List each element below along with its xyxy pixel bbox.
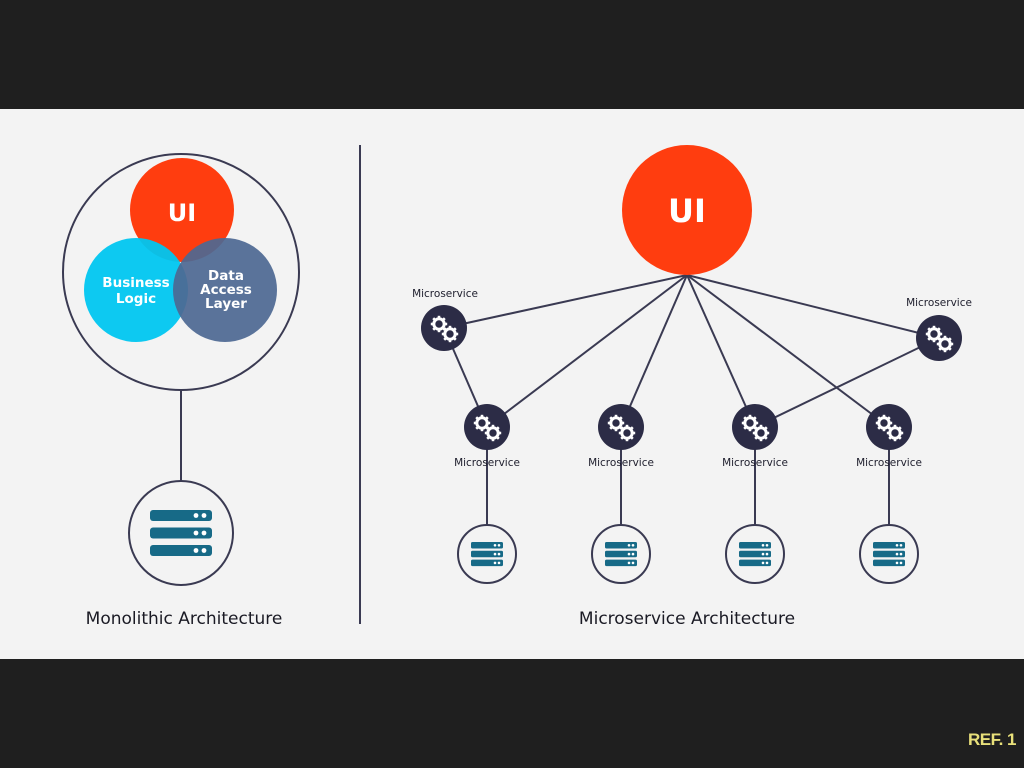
connection-lines [443,274,940,525]
monolith-ui-label: UI [168,199,196,227]
microservice-caption: Microservice Architecture [579,609,795,629]
server-stack-icon [873,542,905,567]
microservice-label: Microservice [412,288,478,300]
data-access-label-1: Data [208,268,244,284]
server-stack-icon [150,510,212,556]
microservice-label: Microservice [856,457,922,469]
microservice-database-2 [591,524,651,584]
microservice-database-1 [457,524,517,584]
data-access-label-3: Layer [205,296,247,312]
ui-circle [130,158,234,262]
microservice-node-1: Microservice [454,404,520,469]
microservice-database-4 [859,524,919,584]
microservice-node-2: Microservice [588,404,654,469]
business-logic-label-1: Business [102,275,169,291]
microservice-label: Microservice [454,457,520,469]
microservice-label: Microservice [722,457,788,469]
data-access-layer-circle [173,238,277,342]
business-logic-label-2: Logic [116,291,156,307]
server-stack-icon [605,542,637,567]
architecture-diagram: UI Business Logic Data Access Layer Mono… [62,145,972,629]
business-logic-circle [84,238,188,342]
microservice-label: Microservice [906,297,972,309]
microservice-database-3 [725,524,785,584]
microservice-label: Microservice [588,457,654,469]
data-access-label-2: Access [200,282,252,298]
microservice-architecture: UI Microservice Microservice Microservic… [412,145,972,629]
server-stack-icon [739,542,771,567]
reference-label: REF. 1 [967,730,1017,749]
microservice-ui-label: UI [668,192,706,230]
microservice-node-4: Microservice [856,404,922,469]
microservice-node-top-right: Microservice [906,297,972,361]
microservice-node-3: Microservice [722,404,788,469]
ui-circle-main [622,145,752,275]
monolith-caption: Monolithic Architecture [86,609,283,629]
microservice-node-top-left: Microservice [412,288,478,351]
diagram-panel: UI Business Logic Data Access Layer Mono… [0,109,1024,659]
monolithic-architecture: UI Business Logic Data Access Layer Mono… [62,153,300,629]
server-stack-icon [471,542,503,567]
